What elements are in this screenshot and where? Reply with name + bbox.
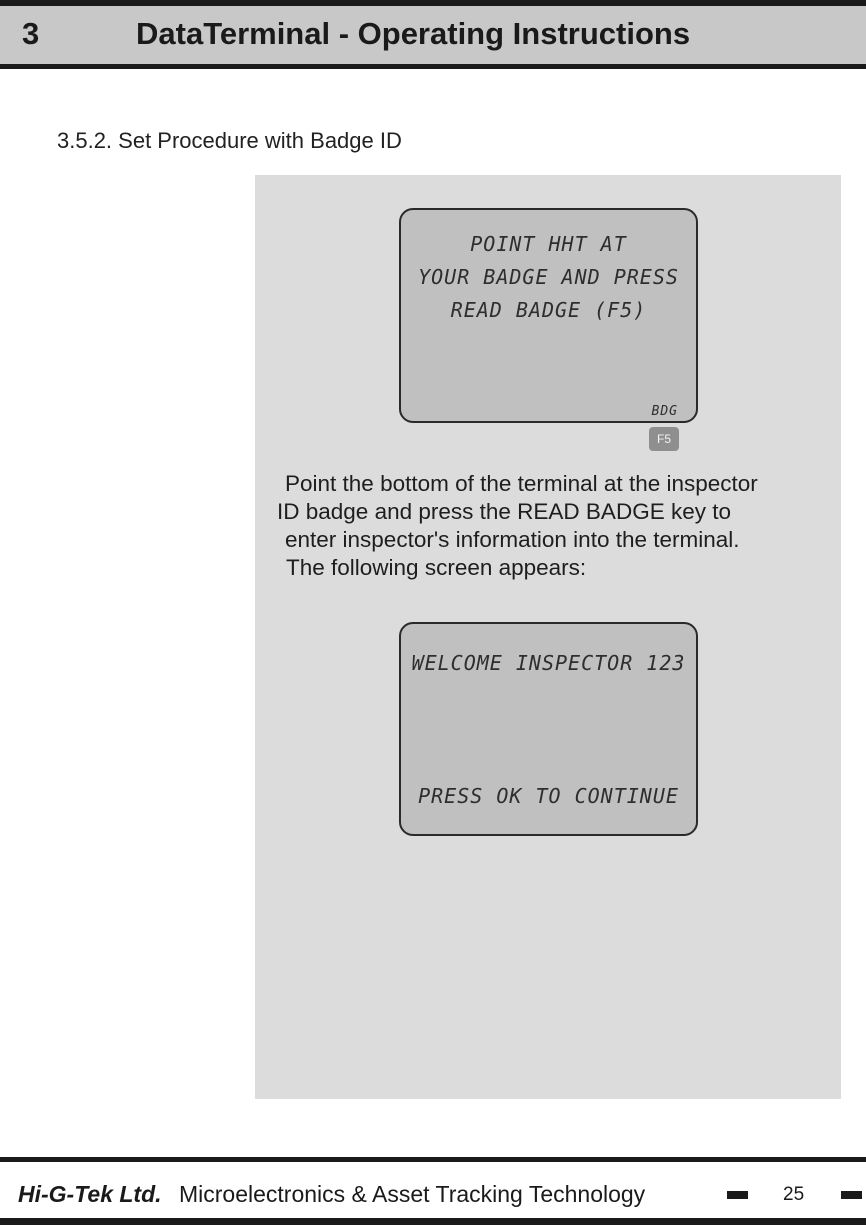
- footer-bottom-rule: [0, 1218, 866, 1225]
- lcd-line: YOUR BADGE AND PRESS: [418, 265, 679, 289]
- lcd-line: WELCOME INSPECTOR 123: [411, 651, 686, 675]
- chapter-number: 3: [22, 16, 40, 51]
- header-top-rule: [0, 0, 866, 6]
- softkey-label-bdg: BDG: [651, 404, 678, 419]
- lcd-line: PRESS OK TO CONTINUE: [418, 784, 679, 808]
- header-band: [0, 6, 866, 64]
- instruction-line: ID badge and press the READ BADGE key to: [277, 499, 731, 524]
- instruction-line: The following screen appears:: [286, 555, 587, 580]
- company-name: Hi-G-Tek Ltd.: [18, 1181, 162, 1207]
- company-tagline: Microelectronics & Asset Tracking Techno…: [179, 1181, 646, 1207]
- header-bottom-rule: [0, 64, 866, 69]
- instruction-line: enter inspector's information into the t…: [285, 527, 740, 552]
- instruction-line: Point the bottom of the terminal at the …: [285, 471, 758, 496]
- lcd-screen-welcome: WELCOME INSPECTOR 123 PRESS OK TO CONTIN…: [399, 622, 698, 836]
- section-heading: 3.5.2. Set Procedure with Badge ID: [57, 128, 402, 153]
- page-title: DataTerminal - Operating Instructions: [136, 16, 691, 51]
- lcd-line: READ BADGE (F5): [450, 298, 647, 322]
- lcd-line: POINT HHT AT: [470, 232, 627, 256]
- footer-top-rule: [0, 1157, 866, 1162]
- page-number: 25: [783, 1184, 805, 1205]
- f5-key: F5: [649, 427, 679, 451]
- page-marker-left: [727, 1191, 748, 1199]
- lcd-screen-read-badge: POINT HHT AT YOUR BADGE AND PRESS READ B…: [399, 208, 698, 423]
- page-marker-right: [841, 1191, 862, 1199]
